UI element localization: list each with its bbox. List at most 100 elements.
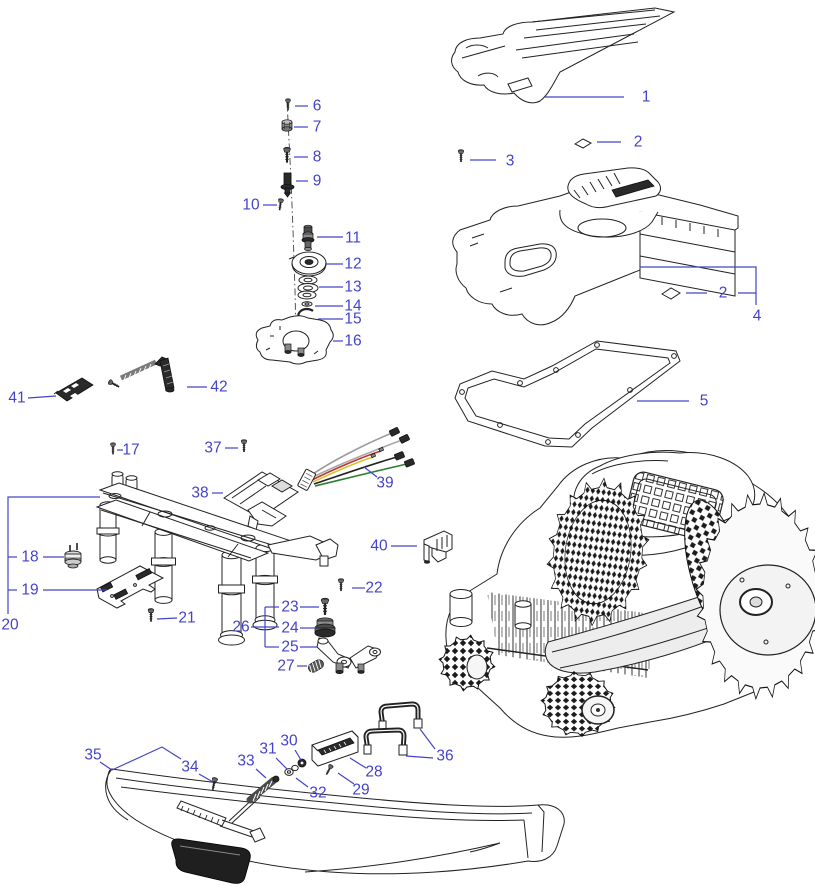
part-37-screw: [240, 438, 248, 453]
part-2-pad-bottom: [661, 287, 681, 300]
callout-label-24: 24: [281, 620, 299, 637]
callout-label-19: 19: [21, 582, 38, 599]
callout-label-36: 36: [436, 748, 453, 765]
callout-label-16: 16: [344, 333, 361, 350]
part-33-rod-and-spring: [228, 775, 280, 824]
part-14-washer: [301, 301, 313, 307]
callout-label-11: 11: [345, 230, 361, 247]
part-36-handle-brackets: [363, 701, 423, 756]
part-7-nut: [281, 119, 293, 132]
mower-body-assembly: [438, 449, 815, 738]
callout-label-9: 9: [313, 173, 322, 190]
callout-label-22: 22: [365, 580, 382, 597]
part-19-pcb-board: [96, 565, 165, 609]
part-21-screw: [147, 607, 155, 623]
callout-label-33: 33: [237, 753, 254, 770]
callout-label-21: 21: [178, 610, 195, 627]
frame-leg: [151, 528, 176, 604]
mower-post: [514, 600, 532, 630]
part-28-connector-plate: [311, 730, 359, 767]
bumper-rubber-pad: [171, 838, 251, 884]
callout-label-41: 41: [8, 390, 25, 407]
part-20-lift-frame: [95, 471, 339, 646]
callout-label-35: 35: [84, 747, 101, 764]
wire-connector-tips: [370, 427, 415, 468]
part-40-clip-bracket: [423, 530, 453, 564]
part-41-circuit-board: [53, 377, 94, 402]
part-25-lever-arm: [316, 637, 381, 675]
callout-label-28: 28: [365, 764, 382, 781]
callout-leader-34: [111, 746, 182, 771]
callout-label-40: 40: [370, 538, 388, 555]
callout-label-5: 5: [700, 393, 709, 410]
frame-leg: [96, 501, 120, 564]
part-31-32-washers: [284, 764, 299, 776]
part-29-screw: [323, 763, 335, 777]
part-1-top-cover: [451, 7, 676, 104]
front-left-wheel: [438, 634, 496, 692]
callout-label-15: 15: [344, 311, 361, 328]
part-30-nut: [297, 758, 307, 768]
callout-leader-30: [294, 749, 302, 761]
callout-label-3: 3: [506, 153, 515, 170]
part-42-hex-key: [106, 356, 175, 393]
callout-label-4: 4: [753, 308, 762, 325]
callout-leader-36: [405, 755, 434, 759]
part-12-mount-cap: [288, 251, 327, 277]
callout-label-6: 6: [313, 98, 322, 115]
part-23-screw: [320, 597, 330, 617]
part-10-screw: [276, 197, 285, 212]
fastener-column: [255, 97, 334, 365]
part-13-spring-stack: [297, 275, 319, 300]
callout-label-26: 26: [232, 619, 249, 636]
callout-leader-4: [640, 266, 757, 305]
callout-label-38: 38: [191, 485, 208, 502]
callout-leader-31: [275, 757, 288, 770]
callout-leader-32: [295, 777, 309, 788]
callout-label-29: 29: [352, 782, 369, 799]
callout-label-13: 13: [344, 279, 361, 296]
callout-label-37: 37: [204, 440, 221, 457]
callout-label-7: 7: [313, 119, 322, 136]
callout-label-25: 25: [281, 639, 298, 656]
frame-leg: [252, 543, 278, 631]
callout-label-14: 14: [344, 298, 362, 315]
callout-label-42: 42: [210, 379, 227, 396]
callout-leader-21: [156, 617, 178, 620]
part-2-pad-top: [573, 138, 593, 149]
part-5-gasket: [454, 340, 681, 448]
part-4-body-assembly: [452, 167, 739, 326]
part-27-spring: [308, 659, 324, 674]
part-9-pin: [280, 172, 295, 198]
callout-leader-20: [7, 496, 100, 614]
callout-leader-36: [419, 728, 436, 750]
part-22-screw: [337, 577, 345, 592]
part-24-bushing: [314, 617, 336, 638]
callout-label-10: 10: [242, 197, 260, 214]
part-38-support-bracket: [223, 471, 299, 531]
callout-label-32: 32: [309, 785, 326, 802]
callout-label-34: 34: [181, 759, 199, 776]
part-6-screw: [284, 97, 292, 112]
callout-label-17: 17: [122, 442, 139, 459]
callout-leader-29: [337, 772, 355, 785]
part-17-screw: [109, 441, 117, 456]
rear-left-spiked-wheel: [546, 477, 650, 627]
callout-label-1: 1: [642, 89, 651, 106]
part-35-front-bumper: [105, 768, 565, 884]
callout-label-20: 20: [1, 617, 19, 634]
part-11-valve-stem: [301, 224, 315, 251]
part-39-wire-harness: [297, 427, 415, 491]
callout-label-2: 2: [634, 134, 643, 151]
part-8-screw: [282, 146, 292, 164]
callout-label-39: 39: [376, 475, 393, 492]
wire-plug: [297, 468, 316, 491]
callout-leader-41: [27, 395, 57, 399]
part-16-mounting-plate: [255, 315, 334, 365]
center-axis-line: [286, 99, 297, 337]
callout-leader-33: [255, 768, 267, 779]
callout-leader-35: [99, 761, 113, 771]
callout-label-27: 27: [277, 658, 294, 675]
